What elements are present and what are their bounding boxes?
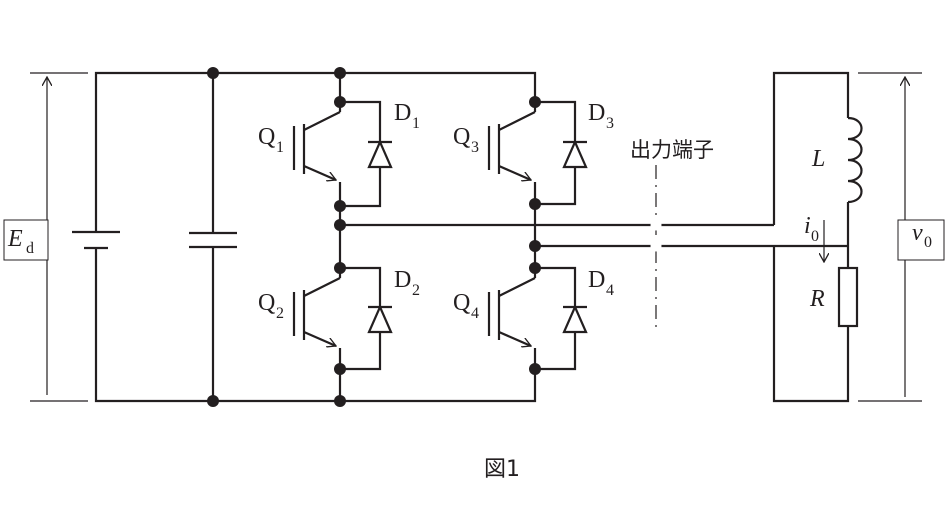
dc-bus	[94, 71, 537, 403]
igbt-q4	[487, 277, 536, 346]
q4-label: Q	[453, 290, 470, 316]
output-terminal-1	[650, 219, 662, 231]
d2-label: D	[394, 267, 411, 293]
d1-label-sub: 1	[412, 115, 420, 132]
dc-link-capacitor	[189, 231, 237, 249]
ed-label: E	[7, 226, 23, 252]
resistor-label: R	[809, 286, 825, 312]
inductor-label: L	[811, 146, 825, 172]
q4-label-sub: 4	[471, 305, 479, 322]
output-terminal-label: 出力端子	[630, 138, 714, 162]
d1-label: D	[394, 100, 411, 126]
load-loop	[772, 71, 850, 403]
dc-battery	[72, 230, 120, 250]
diode-d4	[535, 266, 588, 371]
junction-dots	[207, 67, 541, 407]
figure-caption: 図1	[484, 457, 520, 482]
inductor-l	[847, 116, 863, 204]
ed-label-bg	[3, 219, 49, 261]
bottom-rail	[94, 248, 537, 403]
q3-label: Q	[453, 124, 470, 150]
output-terminal-2	[650, 240, 662, 252]
d3-label-sub: 3	[606, 115, 614, 132]
d4-label: D	[588, 267, 605, 293]
diode-d3	[535, 100, 588, 206]
resistor-r	[837, 266, 859, 328]
current-label: i	[804, 213, 811, 239]
diode-d2	[340, 266, 393, 371]
q2-label: Q	[258, 290, 275, 316]
diode-d1	[340, 100, 393, 208]
q1-label: Q	[258, 124, 275, 150]
top-rail	[94, 71, 537, 232]
ed-label-sub: d	[26, 240, 34, 257]
igbt-q2	[292, 277, 341, 346]
current-label-sub: 0	[811, 228, 819, 245]
d4-label-sub: 4	[606, 282, 614, 299]
v0-label-bg	[897, 219, 945, 261]
d2-label-sub: 2	[412, 282, 420, 299]
q3-label-sub: 3	[471, 139, 479, 156]
v0-label: v	[912, 220, 923, 246]
q2-label-sub: 2	[276, 305, 284, 322]
d3-label: D	[588, 100, 605, 126]
v0-label-sub: 0	[924, 234, 932, 251]
q1-label-sub: 1	[276, 139, 284, 156]
igbt-q1	[292, 111, 341, 180]
igbt-q3	[487, 111, 536, 180]
